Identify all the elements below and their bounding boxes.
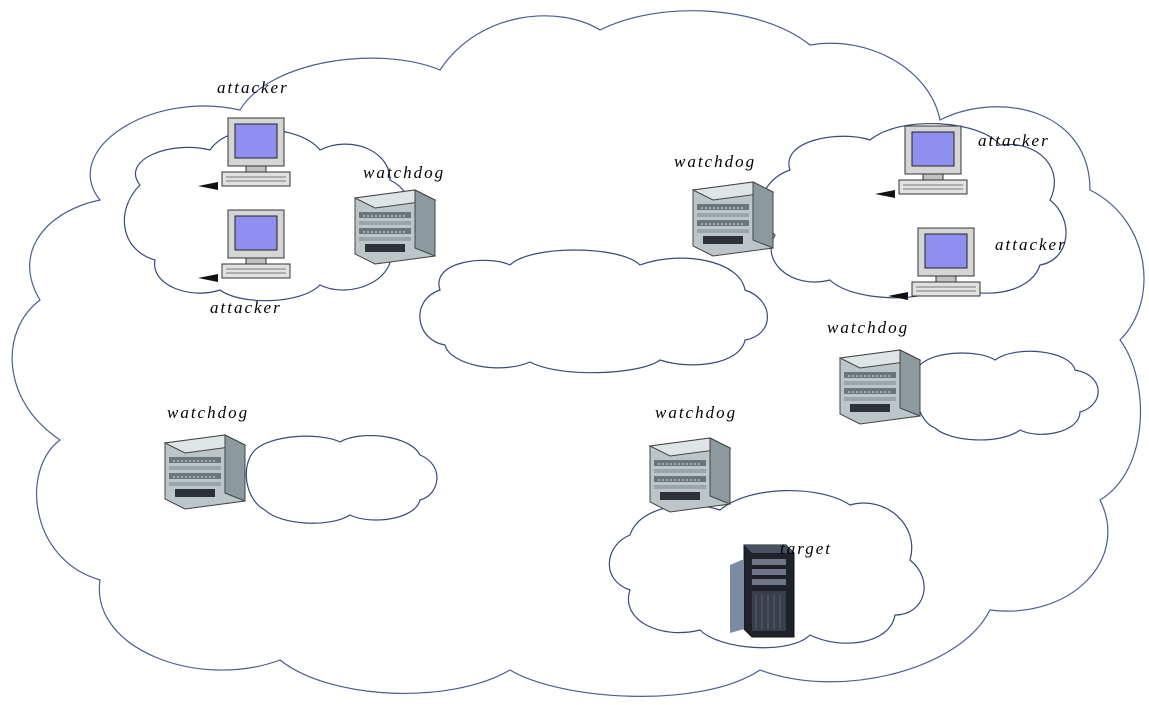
watchdog-network-switch-icon [692, 181, 774, 257]
label-attacker: attacker [978, 131, 1050, 150]
cloud-center [419, 249, 769, 374]
cloud-attackers-right [760, 122, 1067, 299]
watchdog-network-switch-icon [164, 434, 246, 510]
label-watchdog: watchdog [363, 163, 445, 182]
cloud-right-mid [915, 350, 1099, 441]
watchdog-network-switch-icon [839, 349, 921, 425]
cloud-left-bottom [245, 435, 438, 524]
label-attacker: attacker [995, 235, 1067, 254]
label-watchdog: watchdog [167, 403, 249, 422]
label-watchdog: watchdog [674, 152, 756, 171]
label-attacker: attacker [210, 298, 282, 317]
label-attacker: attacker [217, 78, 289, 97]
label-watchdog: watchdog [655, 403, 737, 422]
label-target: target [780, 539, 832, 558]
watchdog-network-switch-icon [649, 437, 731, 513]
watchdog-network-switch-icon [354, 189, 436, 265]
label-watchdog: watchdog [827, 318, 909, 337]
